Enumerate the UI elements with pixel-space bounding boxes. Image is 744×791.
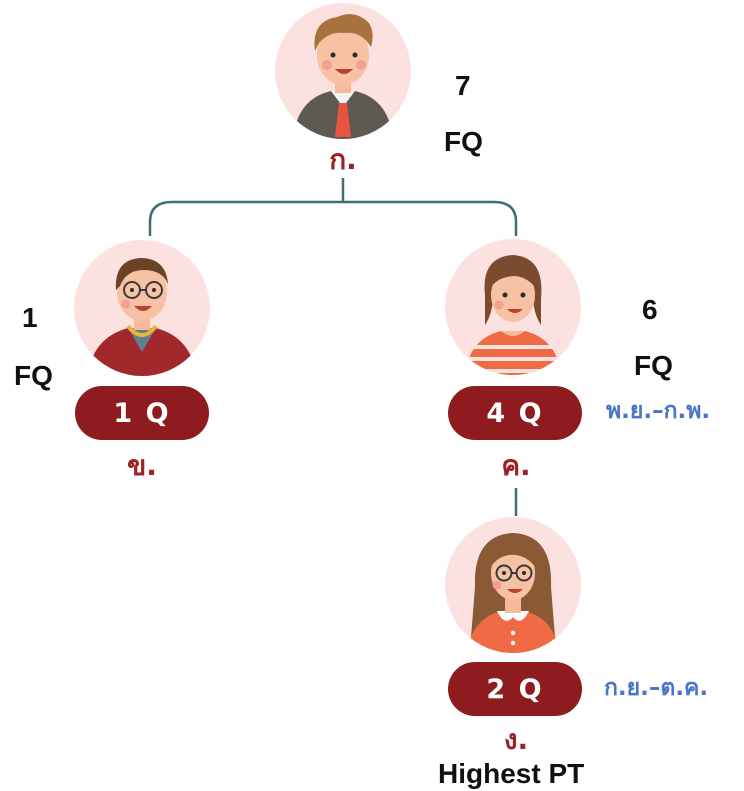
- node-c-period: พ.ย.–ก.พ.: [606, 398, 711, 424]
- node-d-name: ง.: [503, 723, 529, 756]
- node-b-quarters-pill: 1 Q: [75, 386, 209, 440]
- avatar-man-suit: [275, 3, 411, 139]
- node-c-fq-value: 6: [642, 294, 658, 325]
- node-b-fq-value: 1: [22, 302, 38, 333]
- node-c-name: ค.: [501, 449, 531, 482]
- node-a-fq-value: 7: [455, 70, 471, 101]
- node-a-fq-label: FQ: [444, 126, 483, 157]
- node-c-quarters-pill: 4 Q: [448, 386, 582, 440]
- avatar-woman-striped: [445, 239, 581, 375]
- node-b-fq-label: FQ: [14, 360, 53, 391]
- node-d-quarters-pill: 2 Q: [448, 662, 582, 716]
- node-b-name: ข.: [127, 449, 157, 482]
- avatar-woman-glasses: [445, 517, 581, 653]
- node-d-note: Highest PT: [438, 758, 585, 789]
- node-c-fq-label: FQ: [634, 350, 673, 381]
- node-a-name: ก.: [329, 143, 357, 176]
- node-d-period: ก.ย.–ต.ค.: [604, 675, 709, 701]
- avatar-man-glasses: [74, 240, 210, 376]
